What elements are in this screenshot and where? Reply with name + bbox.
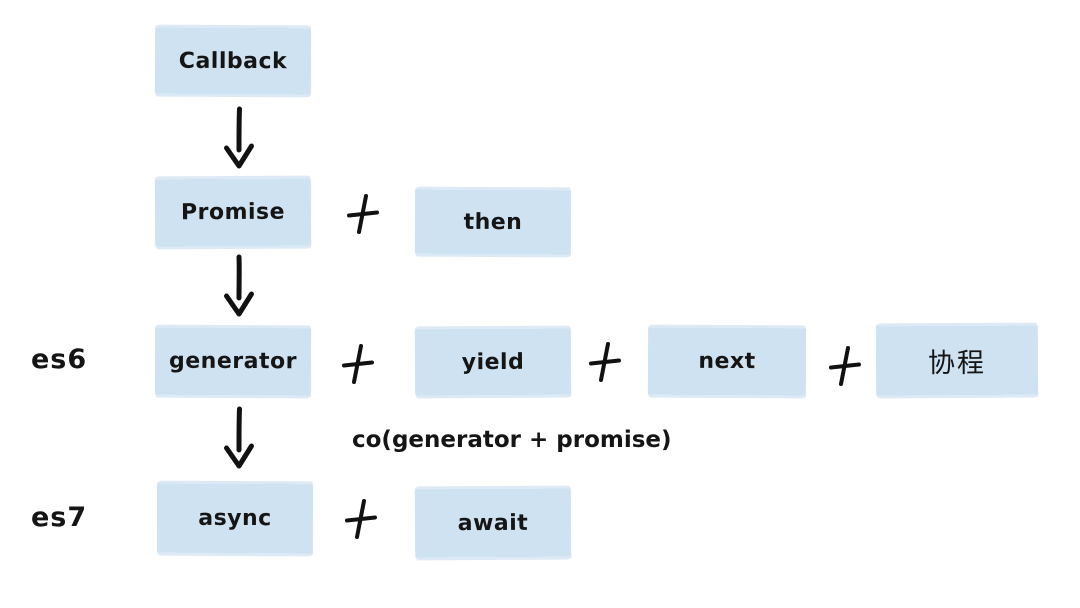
row-label-es7: es7 <box>31 502 88 533</box>
node-callback: Callback <box>154 24 312 98</box>
node-then: then <box>414 186 572 258</box>
node-await: await <box>414 485 572 561</box>
plus-icon <box>589 342 621 382</box>
plus-icon <box>345 499 377 539</box>
node-yield: yield <box>414 325 572 399</box>
co-annotation: co(generator + promise) <box>352 427 672 453</box>
arrow-down-icon <box>224 106 254 169</box>
node-next: next <box>647 324 807 399</box>
arrow-down-icon <box>224 254 254 317</box>
row-label-es6: es6 <box>31 344 88 375</box>
plus-icon <box>342 344 374 384</box>
node-async: async <box>156 480 314 557</box>
node-generator: generator <box>154 324 312 399</box>
plus-icon <box>829 346 861 386</box>
arrow-down-icon <box>224 406 254 469</box>
plus-icon <box>347 194 379 234</box>
node-coroutine: 协程 <box>875 322 1039 399</box>
node-promise: Promise <box>154 175 312 250</box>
